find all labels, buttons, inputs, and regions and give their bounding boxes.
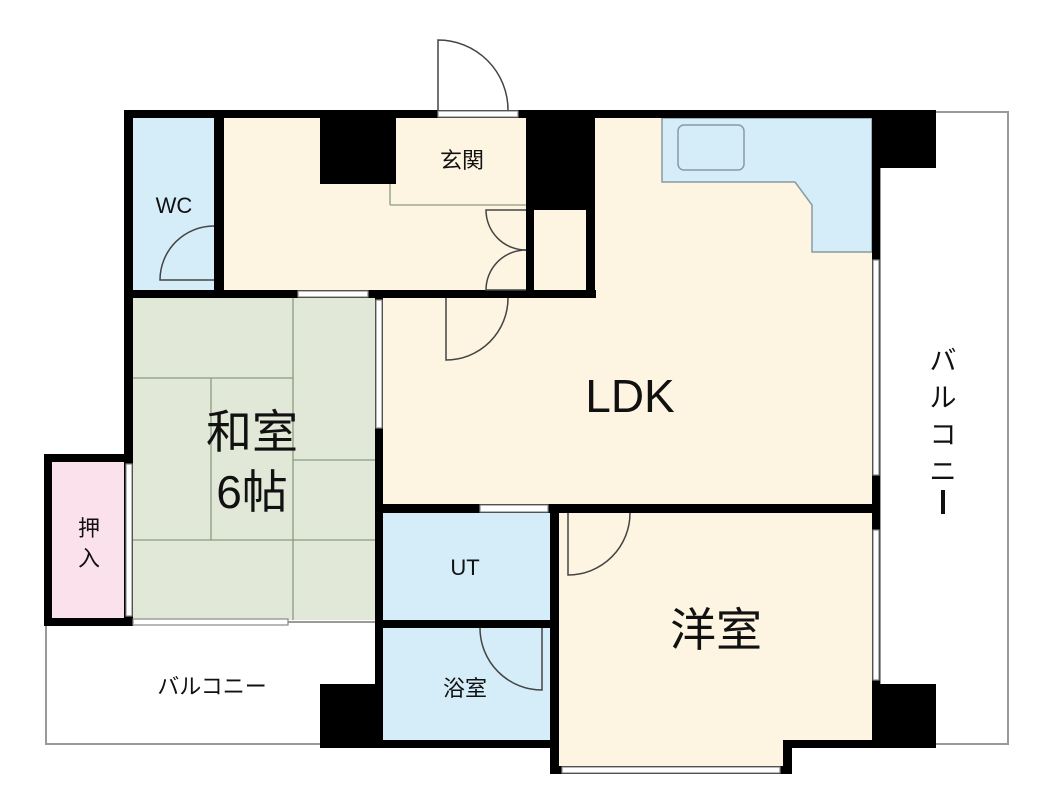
label-yoshitsu: 洋室 xyxy=(670,604,762,656)
balcony-east-char: バ xyxy=(930,346,957,376)
balcony-east-label: バ ル コ ニ xyxy=(930,346,957,514)
balcony-east xyxy=(879,111,1009,745)
room-floors xyxy=(52,117,875,768)
floor-ut xyxy=(380,512,550,620)
sink-icon xyxy=(677,124,745,171)
floor-bath xyxy=(380,628,550,740)
floor-yoshitsu xyxy=(557,512,875,740)
ldk-door-icon xyxy=(445,297,509,361)
entry-door-icon xyxy=(437,39,509,111)
closet-door-icon-1 xyxy=(485,209,527,251)
opening-ut xyxy=(479,504,549,513)
label-yokushitsu: 浴室 xyxy=(443,676,487,701)
door-swings xyxy=(159,39,631,691)
label-genkan: 玄関 xyxy=(440,148,484,173)
windows xyxy=(125,110,880,774)
balcony-east-long-dash xyxy=(941,490,945,514)
window-ldk-east xyxy=(872,259,880,476)
balcony-outlines xyxy=(45,111,1009,745)
window-washitsu-south xyxy=(132,618,289,626)
yoshitsu-door-icon xyxy=(567,512,631,576)
label-ldk: LDK xyxy=(585,370,675,422)
window-yoshitsu-south xyxy=(561,766,781,774)
label-ut: UT xyxy=(450,555,479,580)
label-washitsu-size: 6帖 xyxy=(216,466,288,518)
wc-door-icon xyxy=(159,225,215,281)
closet-door-icon-2 xyxy=(485,249,527,291)
label-wc: WC xyxy=(156,193,193,218)
bath-door-icon xyxy=(479,627,543,691)
floor-oshiire xyxy=(52,462,128,618)
balcony-east-char: ル xyxy=(930,383,957,413)
floor-wc xyxy=(133,118,219,290)
label-oshiire-2: 入 xyxy=(78,546,100,571)
balcony-south-label: バルコニー xyxy=(157,674,267,699)
sliding-door-oshiire xyxy=(125,463,133,617)
floor-yoshitsu-bay xyxy=(557,740,785,768)
balcony-east-char: コ xyxy=(930,420,957,450)
label-oshiire-1: 押 xyxy=(78,516,100,541)
window-yoshitsu-east xyxy=(872,529,880,681)
window-entry xyxy=(437,110,519,118)
balcony-east-char: ニ xyxy=(930,457,957,487)
window-hall xyxy=(297,290,369,298)
room-labels: WC 玄関 LDK 和室 6帖 押 入 UT 浴室 洋室 xyxy=(78,148,762,701)
sliding-door-washitsu xyxy=(375,299,383,429)
floor-washitsu xyxy=(133,298,375,620)
label-washitsu: 和室 xyxy=(206,406,298,458)
